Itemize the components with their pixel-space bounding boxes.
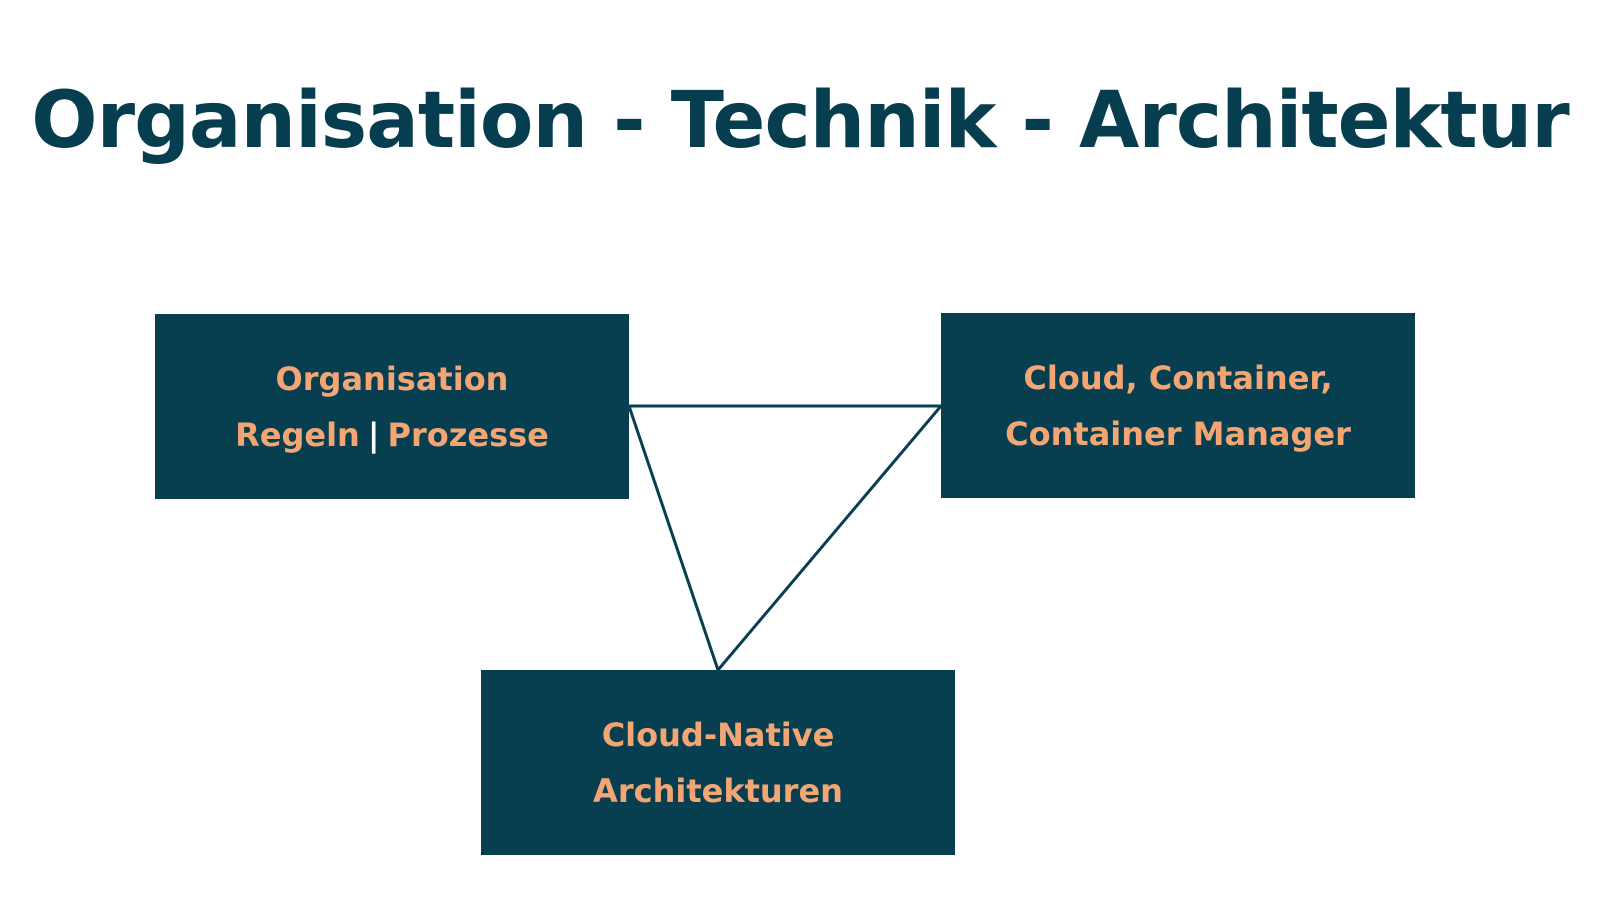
node-technik-line2: Container Manager — [1005, 414, 1351, 453]
node-organisation-prozesse: Prozesse — [387, 415, 549, 454]
node-organisation-line1: Organisation — [275, 359, 509, 398]
edge-technik-architektur — [716, 405, 943, 671]
node-technik-line1: Cloud, Container, — [1023, 358, 1333, 397]
node-organisation-regeln: Regeln — [235, 415, 360, 454]
node-organisation: Organisation Regeln|Prozesse — [155, 314, 629, 499]
edge-organisation-architektur — [627, 405, 720, 671]
node-architektur-line1: Cloud-Native — [601, 715, 835, 754]
node-organisation-line2: Regeln|Prozesse — [235, 407, 549, 463]
page-title: Organisation - Technik - Architektur — [31, 76, 1569, 166]
node-organisation-separator: | — [367, 415, 380, 454]
node-architektur-line2: Architekturen — [593, 771, 843, 810]
node-technik: Cloud, Container, Container Manager — [941, 313, 1415, 498]
node-architektur: Cloud-Native Architekturen — [481, 670, 955, 855]
